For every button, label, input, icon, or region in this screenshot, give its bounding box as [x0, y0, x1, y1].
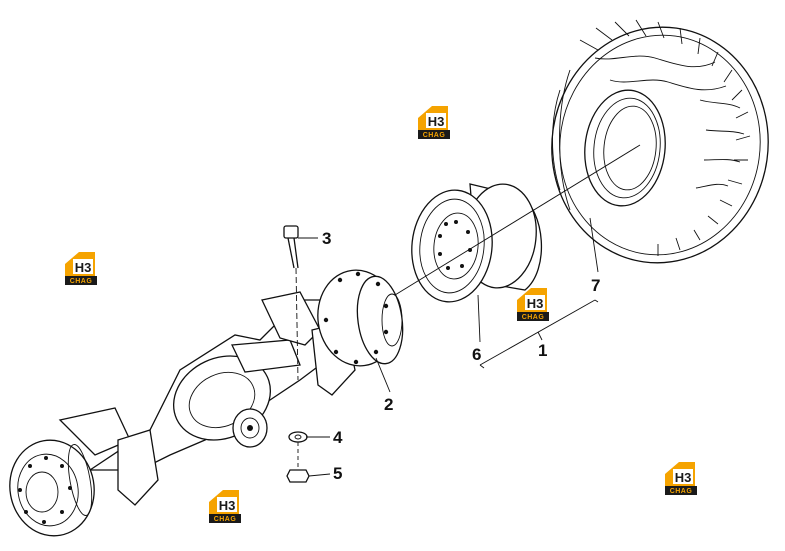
- watermark-sub: CHAG: [670, 488, 693, 495]
- rim: [411, 183, 543, 303]
- watermark-sub: CHAG: [70, 278, 93, 285]
- axle-assembly: [9, 269, 404, 537]
- watermark-sub: CHAG: [423, 132, 446, 139]
- watermark-mark: H3: [219, 498, 236, 513]
- bolt: [283, 225, 299, 381]
- callout-2: 2: [384, 395, 393, 414]
- callout-5: 5: [333, 464, 342, 483]
- watermark-mark: H3: [75, 260, 92, 275]
- watermark-sub: CHAG: [214, 516, 237, 523]
- leader-lines: [298, 217, 599, 477]
- watermark-mark: H3: [527, 296, 544, 311]
- wheel-centerline: [394, 144, 641, 296]
- watermark-mark: H3: [675, 470, 692, 485]
- tire: [551, 19, 769, 264]
- watermark-sub: CHAG: [522, 314, 545, 321]
- callout-6: 6: [472, 345, 481, 364]
- callout-7: 7: [591, 276, 600, 295]
- nut: [286, 442, 310, 483]
- callout-3: 3: [322, 229, 331, 248]
- watermark-mark: H3: [428, 114, 445, 129]
- callout-4: 4: [333, 428, 343, 447]
- washer: [288, 431, 308, 443]
- callout-1: 1: [538, 341, 547, 360]
